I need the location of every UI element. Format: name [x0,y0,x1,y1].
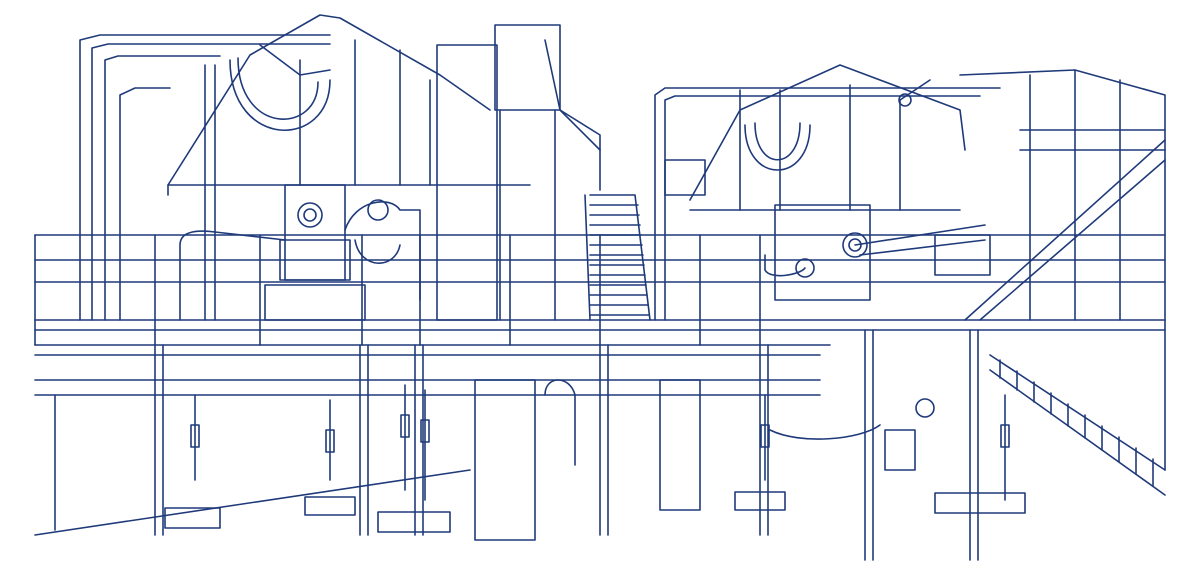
right-hanger-diagonal [899,79,931,101]
left-eave [167,184,531,196]
right-machine-housing [774,204,871,301]
left-feed-pipe [179,230,286,321]
left-elbow-pipe [344,201,421,301]
left-hanger-diagonal [259,44,331,76]
instrument-body [760,424,770,448]
right-hanging-loop-inner [754,122,801,161]
pedestal [164,507,221,529]
right-drive-shaft-lower [859,239,986,256]
left-machine-flange [297,202,323,228]
left-machine-plinth [264,284,366,321]
left-roof-ridge [167,14,491,186]
lower-pump [884,429,916,471]
central-tower-top [494,24,561,111]
stair-right-stringer [589,194,651,321]
line-art-group [34,14,1166,561]
central-side-rail [544,39,601,191]
lower-left-tank [474,379,536,541]
pedestal [377,511,451,533]
right-machine-flange-core [848,238,862,252]
left-machine-flange-core [303,208,317,222]
left-pipe-fourth [119,87,171,321]
left-machine-housing [284,184,346,281]
left-pipe-third [104,55,221,321]
pedestal [934,492,1026,514]
pedestal [734,491,786,511]
pressure-gauge [915,398,935,418]
pedestal [304,496,356,516]
ground-diagonal [34,469,471,536]
left-elbow-flange [367,199,389,221]
right-machine-flange [842,232,868,258]
lower-curved-pipe [544,379,576,466]
instrument-body [1000,424,1010,448]
instrument-body [325,429,335,453]
right-stair-stringer-upper [964,139,1166,321]
left-hanging-loop-inner [237,57,319,120]
stair-left-stringer [584,194,591,321]
left-hanging-loop [229,59,331,132]
central-brace [559,109,601,151]
right-hanging-loop [744,124,811,171]
lower-mid-tank [659,379,701,511]
instrument-body [400,414,410,438]
left-lower-loop [354,239,401,264]
instrument-body [420,419,430,443]
instrument-body [190,424,200,448]
left-pipe-outer [79,34,331,321]
right-hanger-ring [898,93,912,107]
right-pipe-outer [654,87,1001,321]
lower-drum-curve [769,424,881,440]
right-roof-ridge [689,64,966,201]
right-stair-stringer-lower [979,159,1166,321]
right-side-cabinet [664,159,706,196]
right-feed-pipe [764,254,806,277]
left-pipe-inner [91,43,331,321]
central-block [436,44,498,321]
right-pipe-inner [664,95,981,321]
right-feed-flange [795,258,815,278]
